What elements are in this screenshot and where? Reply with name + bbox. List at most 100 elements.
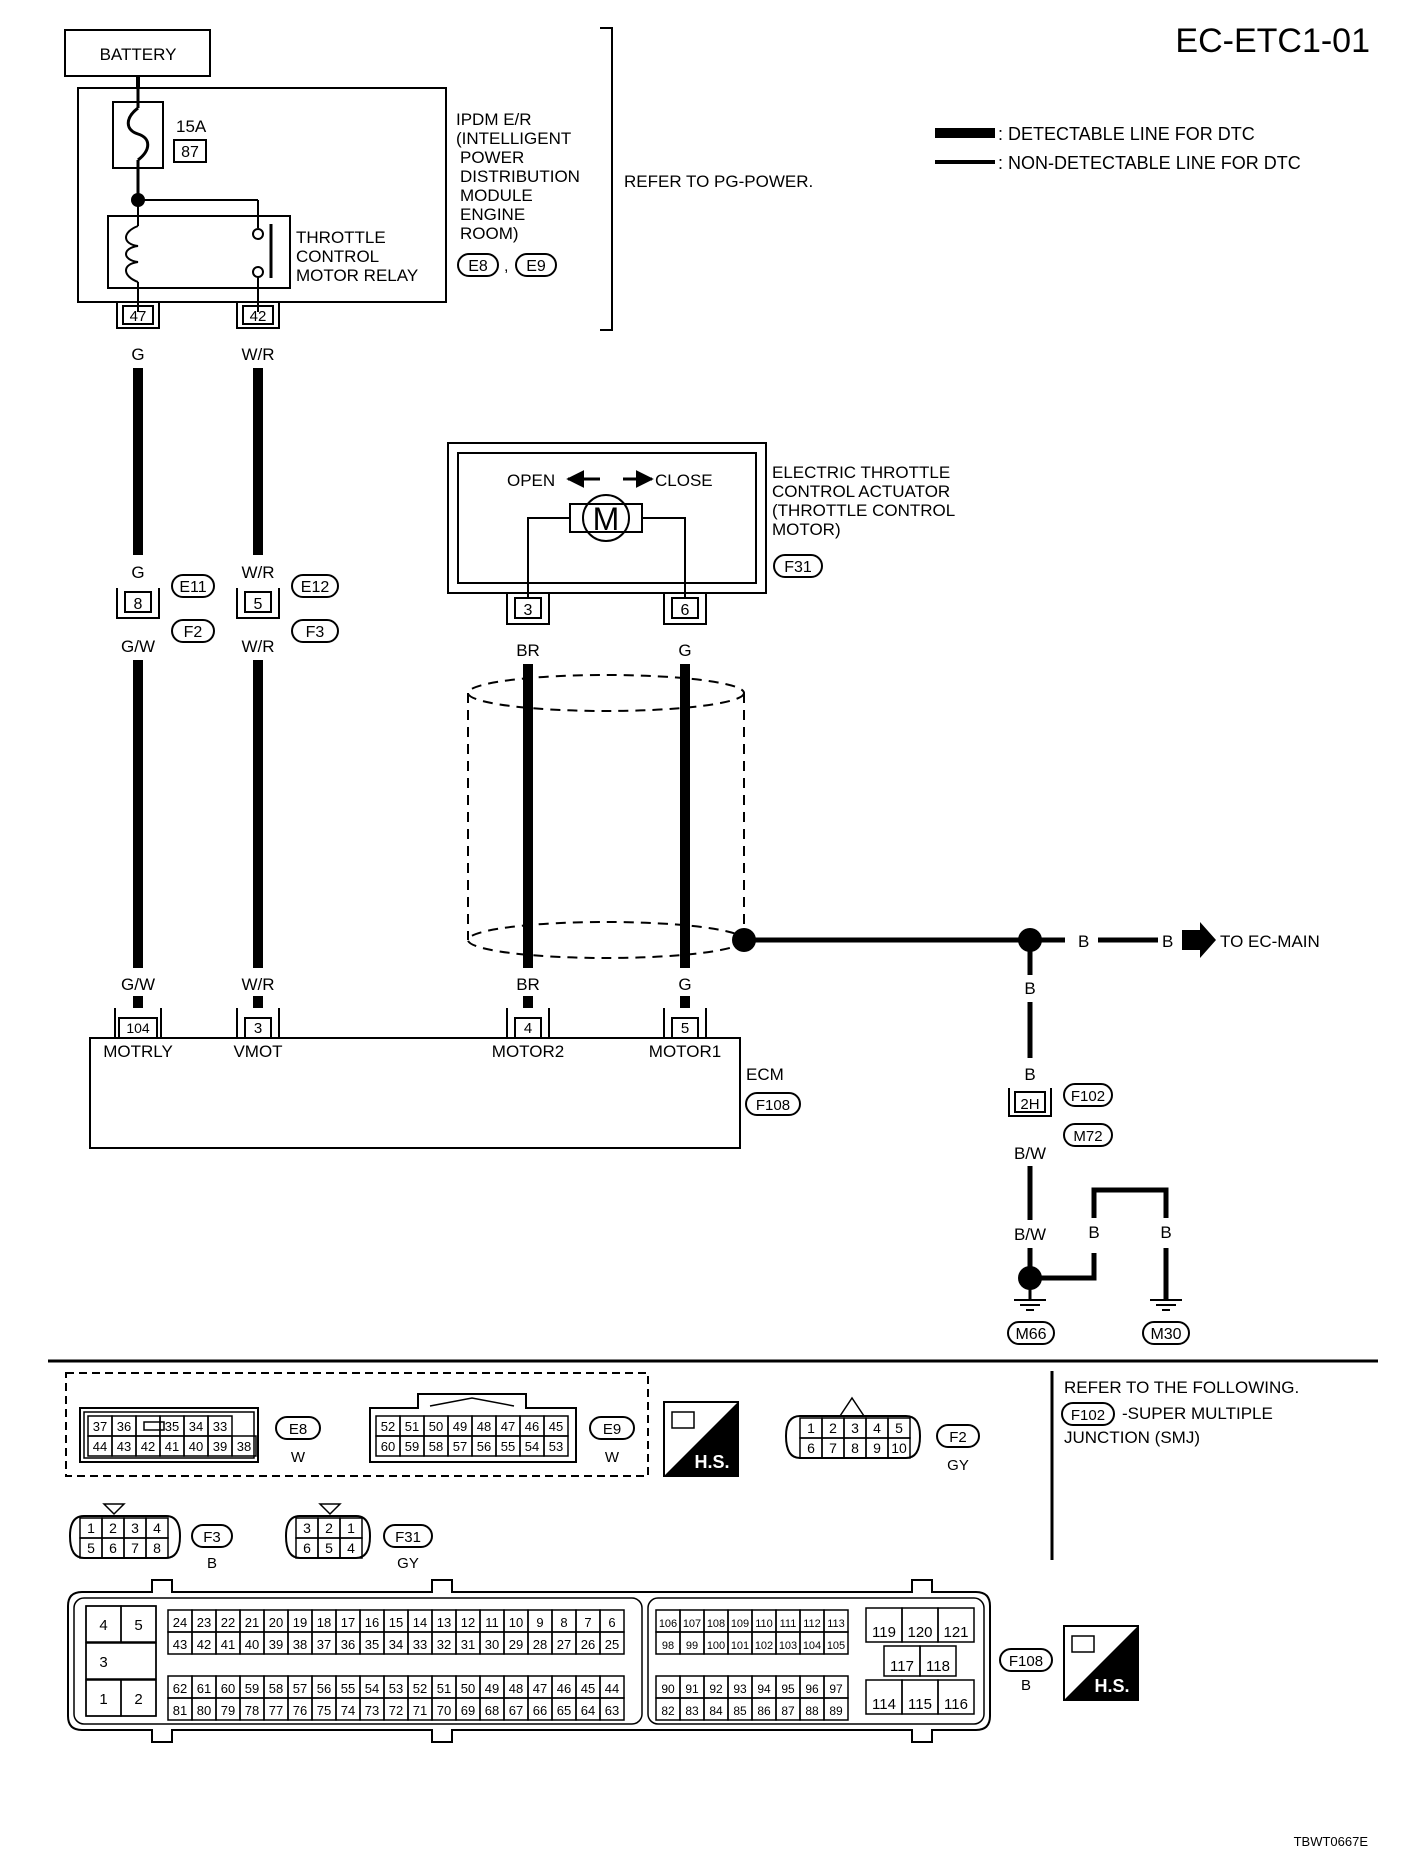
f108-pin-28: 28 (533, 1637, 547, 1652)
f108-pin-78: 78 (245, 1703, 259, 1718)
f108-pin-108: 108 (707, 1618, 725, 1630)
relay-coil-icon (125, 225, 139, 283)
f31-pin-5: 5 (325, 1540, 333, 1556)
actuator-pin-6: 6 (681, 602, 690, 619)
connector-f2-color: GY (947, 1457, 969, 1474)
f108-pin-49: 49 (485, 1681, 499, 1696)
f108-pin-51: 51 (437, 1681, 451, 1696)
connector-e9-color: W (605, 1449, 620, 1466)
f108-pin-62: 62 (173, 1681, 187, 1696)
harness-side-icon-2-label: H.S. (1094, 1676, 1129, 1696)
f108-pin-50: 50 (461, 1681, 475, 1696)
wire-wr-label-ecm: W/R (241, 975, 274, 994)
f108-pin-48: 48 (509, 1681, 523, 1696)
e9-pin-56: 56 (477, 1439, 491, 1454)
f108-pin-47: 47 (533, 1681, 547, 1696)
f108-pin-56: 56 (317, 1681, 331, 1696)
f108-pin-57: 57 (293, 1681, 307, 1696)
f108-pin-75: 75 (317, 1703, 331, 1718)
f108-pin-73: 73 (365, 1703, 379, 1718)
f108-pin-17: 17 (341, 1615, 355, 1630)
wire-bw-label-2: B/W (1014, 1225, 1046, 1244)
harness-side-icon: H.S. (663, 1401, 739, 1477)
wire-b-label-2: B (1162, 932, 1173, 951)
actuator-label-3: (THROTTLE CONTROL (772, 501, 955, 520)
f108-pin-40: 40 (245, 1637, 259, 1652)
f108-pin-85: 85 (733, 1704, 747, 1718)
refer-following-3: JUNCTION (SMJ) (1064, 1428, 1200, 1447)
f108-pin-14: 14 (413, 1615, 427, 1630)
power-bracket (600, 27, 613, 331)
f108-pin-42: 42 (197, 1637, 211, 1652)
e8-pin-44: 44 (93, 1439, 107, 1454)
f108-pin-7: 7 (584, 1615, 591, 1630)
connector-e8-tag: E8 (289, 1421, 307, 1438)
f108-pin-112: 112 (803, 1618, 821, 1630)
f108-pin-89: 89 (829, 1704, 843, 1718)
f108-pin-41: 41 (221, 1637, 235, 1652)
f108-pin-55: 55 (341, 1681, 355, 1696)
e8-pin-33: 33 (213, 1419, 227, 1434)
f108-pin-71: 71 (413, 1703, 427, 1718)
to-ec-main-arrow-icon (1182, 922, 1216, 958)
connector-f3-tag: F3 (203, 1529, 221, 1546)
ecm-pin-3: 3 (254, 1020, 262, 1037)
actuator-close-label: CLOSE (655, 471, 713, 490)
actuator-label-1: ELECTRIC THROTTLE (772, 463, 950, 482)
f108-pin-77: 77 (269, 1703, 283, 1718)
f108-pin-69: 69 (461, 1703, 475, 1718)
wire-wr-label-lower: W/R (241, 637, 274, 656)
ipdm-label-5: MODULE (460, 186, 533, 205)
ecm-pin-104: 104 (126, 1020, 150, 1036)
wire-wr-label-mid: W/R (241, 563, 274, 582)
f108-pin-61: 61 (197, 1681, 211, 1696)
e8-pin-35: 35 (165, 1419, 179, 1434)
f108-pin-90: 90 (661, 1682, 675, 1696)
f108-pin-96: 96 (805, 1682, 819, 1696)
f2-pin-1: 1 (807, 1420, 815, 1436)
motor-letter: M (593, 501, 620, 537)
e9-pin-58: 58 (429, 1439, 443, 1454)
ecm-box (89, 1037, 741, 1149)
motor-icon (582, 494, 630, 542)
ecm-connector-f108: F108 (756, 1097, 790, 1114)
f108-pin-65: 65 (557, 1703, 571, 1718)
f108-pin-52: 52 (413, 1681, 427, 1696)
f108-pin-29: 29 (509, 1637, 523, 1652)
f108-pin-54: 54 (365, 1681, 379, 1696)
ecm-pins: 104 3 4 5 (114, 1008, 707, 1039)
f108-pin-32: 32 (437, 1637, 451, 1652)
ipdm-box (77, 87, 447, 303)
f3-pin-7: 7 (131, 1540, 139, 1556)
f108-pin-100: 100 (707, 1640, 725, 1652)
e9-pin-60: 60 (381, 1439, 395, 1454)
f108-pin-64: 64 (581, 1703, 595, 1718)
f108-pin-70: 70 (437, 1703, 451, 1718)
f108-pin-39: 39 (269, 1637, 283, 1652)
f108-pin-97: 97 (829, 1682, 843, 1696)
f108-pin-111: 111 (780, 1618, 797, 1630)
wire-gw-label-ecm: G/W (121, 975, 155, 994)
wire-b-label-6: B (1160, 1223, 1171, 1242)
wire-wr-label-top: W/R (241, 345, 274, 364)
ecm-pin-4: 4 (524, 1020, 532, 1037)
ipdm-label-4: DISTRIBUTION (460, 167, 580, 186)
f108-pin-53: 53 (389, 1681, 403, 1696)
f108-pin-83: 83 (685, 1704, 699, 1718)
wire-b-label-1: B (1078, 932, 1089, 951)
f108-pin-21: 21 (245, 1615, 259, 1630)
f2-pin-3: 3 (851, 1420, 859, 1436)
f108-pin-58: 58 (269, 1681, 283, 1696)
f2-pin-2: 2 (829, 1420, 837, 1436)
f108-pin-13: 13 (437, 1615, 451, 1630)
f108-pin-10: 10 (509, 1615, 523, 1630)
ground-m30: M30 (1150, 1326, 1181, 1343)
actuator-open-label: OPEN (507, 471, 555, 490)
e9-pin-48: 48 (477, 1419, 491, 1434)
e9-pin-55: 55 (501, 1439, 515, 1454)
f108-pin-4: 4 (99, 1617, 107, 1634)
f108-pin-8: 8 (560, 1615, 567, 1630)
f108-pin-116: 116 (944, 1696, 968, 1713)
fuse-number: 87 (181, 144, 199, 161)
